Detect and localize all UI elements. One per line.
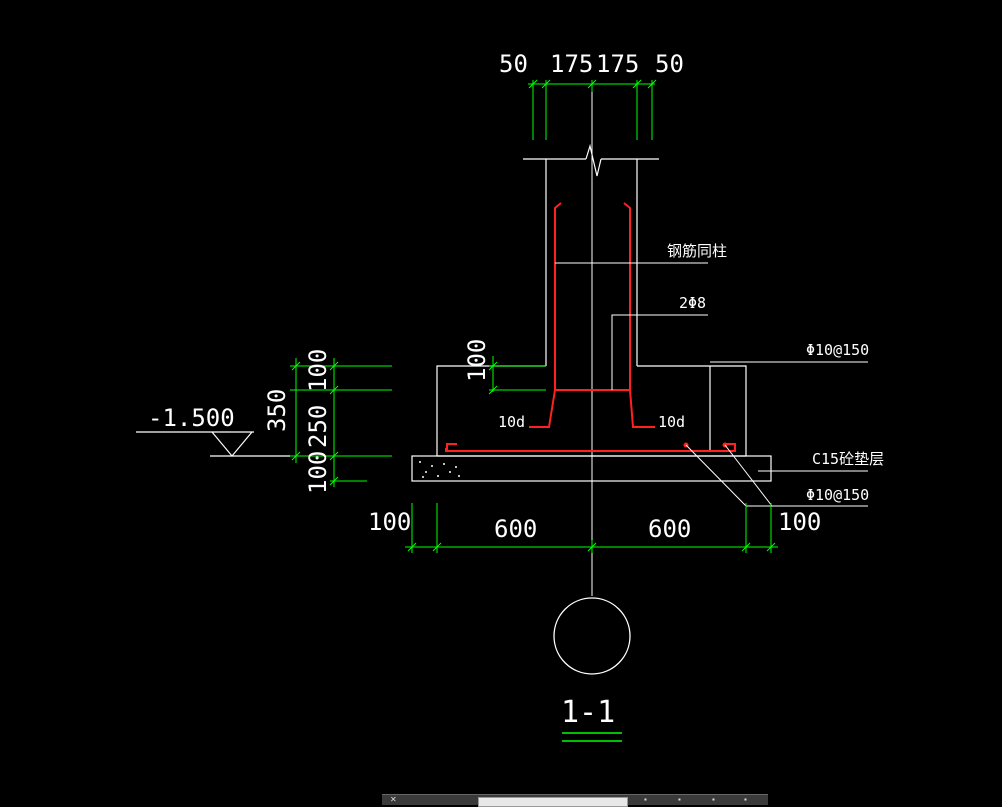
bottom-dimension-lines	[405, 503, 778, 553]
close-icon[interactable]: ✕	[390, 795, 397, 804]
left-dim-lower: 100	[304, 451, 332, 494]
bottom-dim-left-offset: 100	[368, 508, 411, 536]
label-top-bar: Φ10@150	[806, 341, 869, 359]
layout-icon[interactable]: ▪	[744, 795, 747, 804]
left-dim-total: 350	[263, 389, 291, 432]
bottom-dim-right-half: 600	[648, 515, 691, 543]
label-cushion: C15砼垫层	[812, 450, 884, 468]
bottom-dim-right-offset: 100	[778, 508, 821, 536]
status-bar[interactable]: ✕ ▪ ▪ ▪ ▪	[382, 794, 768, 807]
label-hook-left: 10d	[498, 413, 525, 431]
settings-icon[interactable]: ▪	[644, 795, 647, 804]
left-dimension-lines	[290, 356, 546, 487]
top-dim-50-right: 50	[655, 50, 684, 78]
window-icon[interactable]: ▪	[712, 795, 715, 804]
label-stirrup: 2Φ8	[679, 294, 706, 312]
top-dim-175-right: 175	[596, 50, 639, 78]
section-bubble	[553, 597, 631, 675]
elevation-label: -1.500	[148, 404, 235, 432]
tool-icon[interactable]: ▪	[678, 795, 681, 804]
elevation-symbol	[136, 431, 290, 457]
top-dim-175-left: 175	[550, 50, 593, 78]
left-dim-inner: 100	[463, 339, 491, 382]
rebar	[445, 202, 736, 452]
section-title-underline	[562, 732, 622, 742]
command-input[interactable]	[478, 797, 628, 807]
label-anchor-rebar: 钢筋同柱	[667, 242, 727, 260]
section-title: 1-1	[561, 695, 615, 730]
left-dim-middle: 250	[304, 405, 332, 448]
label-hook-right: 10d	[658, 413, 685, 431]
left-dim-upper: 100	[304, 349, 332, 392]
label-bottom-bar: Φ10@150	[806, 486, 869, 504]
top-dimension-lines	[528, 79, 657, 140]
top-dim-50-left: 50	[499, 50, 528, 78]
bottom-dim-left-half: 600	[494, 515, 537, 543]
